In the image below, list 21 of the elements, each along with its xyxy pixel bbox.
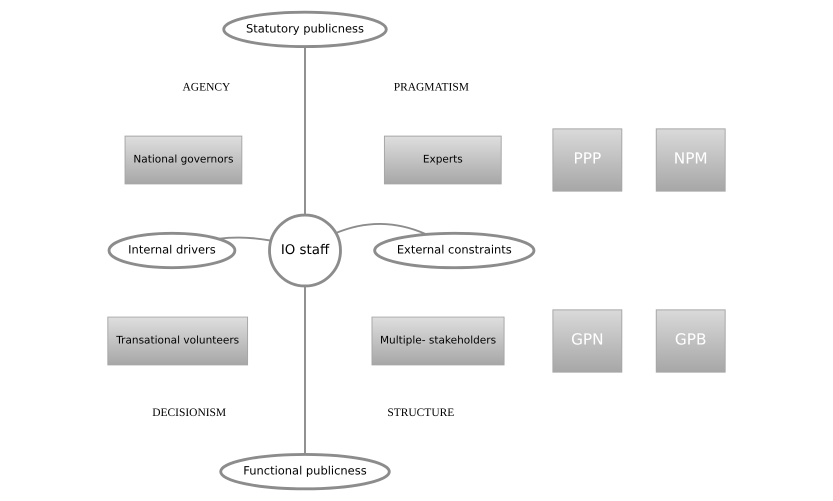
label: PRAGMATISM <box>394 82 469 94</box>
connector <box>336 222 426 236</box>
node-box: NPM <box>656 128 726 192</box>
node-box: GPN <box>552 309 622 373</box>
connector <box>304 46 306 215</box>
node-ellipse: External constraints <box>373 232 536 270</box>
node-box: Transational volunteers <box>107 316 248 366</box>
node-box: PPP <box>552 128 622 192</box>
connector <box>304 286 306 454</box>
label: AGENCY <box>182 82 230 94</box>
node-box: National governors <box>124 136 242 184</box>
node-box: Experts <box>384 136 502 184</box>
label: STRUCTURE <box>387 407 454 420</box>
node-ellipse: Statutory publicness <box>222 10 388 48</box>
node-ellipse: Functional publicness <box>219 452 391 490</box>
connector <box>218 236 271 242</box>
node-ellipse: Internal drivers <box>108 232 236 270</box>
node-circle: IO staff <box>268 214 342 288</box>
node-box: GPB <box>656 309 726 373</box>
label: DECISIONISM <box>152 407 226 420</box>
node-box: Multiple- stakeholders <box>372 316 505 366</box>
